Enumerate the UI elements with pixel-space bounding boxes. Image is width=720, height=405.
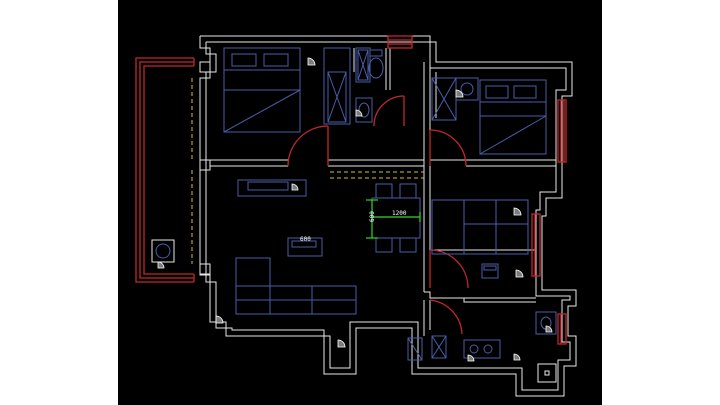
dining-dimensions: 1200 600 xyxy=(366,199,421,239)
width-dimension-label: 1200 xyxy=(392,210,407,217)
cad-viewport[interactable]: 600 1200 600 xyxy=(118,0,602,405)
dashed-openings xyxy=(191,78,424,264)
top-window xyxy=(387,35,413,49)
floor-plan-drawing: 600 1200 600 xyxy=(135,35,577,397)
table-dimension-label: 600 xyxy=(300,236,311,243)
kitchen-counter xyxy=(407,335,501,361)
bathroom-fixtures xyxy=(355,47,384,123)
coffee-table: 600 xyxy=(287,236,323,257)
height-dimension-label: 600 xyxy=(369,211,376,222)
master-bed xyxy=(223,47,301,133)
right-windows xyxy=(531,99,567,345)
balcony-unit xyxy=(151,239,557,383)
second-bed xyxy=(479,79,547,155)
tv-cabinet xyxy=(237,179,307,197)
wardrobe-1 xyxy=(323,47,351,125)
storage-grid xyxy=(431,199,529,255)
dining-set xyxy=(371,183,421,253)
left-balcony-railing xyxy=(135,57,195,283)
section-markers xyxy=(157,57,553,362)
doors xyxy=(287,95,469,335)
wardrobe-2 xyxy=(431,77,479,121)
interior-walls xyxy=(199,48,557,336)
sofa xyxy=(235,257,357,315)
chair xyxy=(481,263,499,279)
